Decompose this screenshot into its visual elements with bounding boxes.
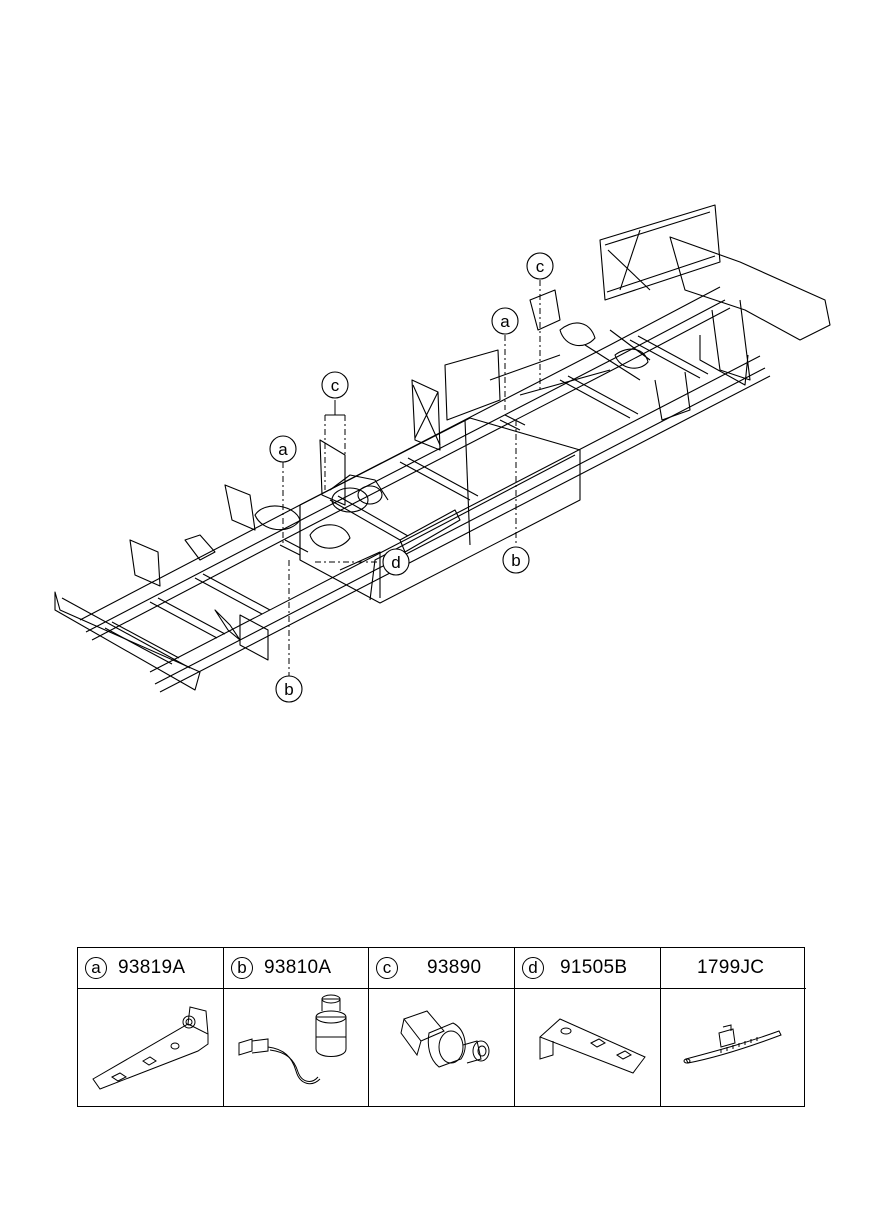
- part-number: 91505B: [560, 957, 628, 978]
- parts-column-c: c 93890: [369, 948, 515, 1106]
- part-number: 93819A: [118, 957, 186, 978]
- callout-a-front: a: [269, 435, 297, 463]
- callout-a-rear: a: [491, 307, 519, 335]
- callout-b-rear-label: b: [511, 551, 520, 570]
- parts-table: a 93819A b 93810A: [77, 947, 806, 1107]
- parts-column-header: a 93819A: [78, 948, 223, 989]
- parts-column-b: b 93810A: [224, 948, 369, 1106]
- callout-a-rear-label: a: [500, 312, 510, 331]
- part-number: 93890: [427, 957, 482, 978]
- parts-column-header: d 91505B: [515, 948, 660, 989]
- cable-tie-icon: [661, 989, 806, 1107]
- callout-c-rear-label: c: [536, 257, 545, 276]
- pressure-sensor-icon: [369, 989, 514, 1107]
- parts-column-header: 1799JC: [661, 948, 806, 989]
- callout-c-front: c: [321, 371, 349, 399]
- parts-column-d: d 91505B: [515, 948, 661, 1106]
- parts-column-header: c 93890: [369, 948, 514, 989]
- part-badge: c: [376, 957, 398, 979]
- callout-c-front-label: c: [331, 376, 340, 395]
- part-badge: b: [231, 957, 253, 979]
- part-number: 93810A: [264, 957, 332, 978]
- parts-column-a: a 93819A: [78, 948, 224, 1106]
- angle-bracket-icon: [515, 989, 660, 1107]
- callout-d-label: d: [391, 553, 400, 572]
- chassis-frame-diagram: a b c a b c d: [54, 204, 831, 703]
- part-number: 1799JC: [697, 957, 765, 978]
- callout-b-rear: b: [502, 546, 530, 574]
- pressure-switch-harness-icon: [224, 989, 368, 1107]
- callout-a-front-label: a: [278, 440, 288, 459]
- chassis-frame-drawing: a b c a b c d: [54, 204, 831, 703]
- callout-c-rear: c: [526, 252, 554, 280]
- part-badge: a: [85, 957, 107, 979]
- bracket-icon: [78, 989, 223, 1107]
- callout-b-front-label: b: [284, 680, 293, 699]
- parts-column-header: b 93810A: [224, 948, 368, 989]
- callout-b-front: b: [275, 675, 303, 703]
- parts-column-e: 1799JC: [661, 948, 806, 1106]
- part-badge: d: [522, 957, 544, 979]
- callout-d: d: [382, 548, 410, 576]
